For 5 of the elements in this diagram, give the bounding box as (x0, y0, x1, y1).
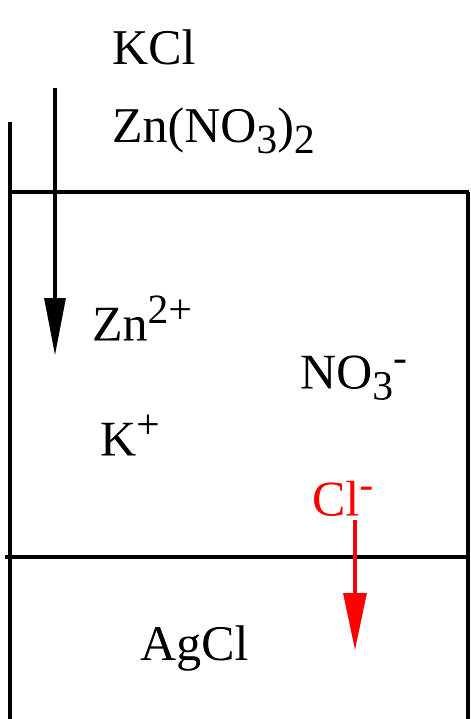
reagent-label: Zn(NO$_{3}$)$_{2}$ (112, 100, 315, 162)
reagent-label: KCl (112, 22, 196, 72)
ion-label: K$^{+}$ (100, 405, 160, 464)
ion-label: Cl$^{-}$ (312, 465, 374, 524)
ion-label: Zn$^{2+}$ (92, 290, 192, 349)
